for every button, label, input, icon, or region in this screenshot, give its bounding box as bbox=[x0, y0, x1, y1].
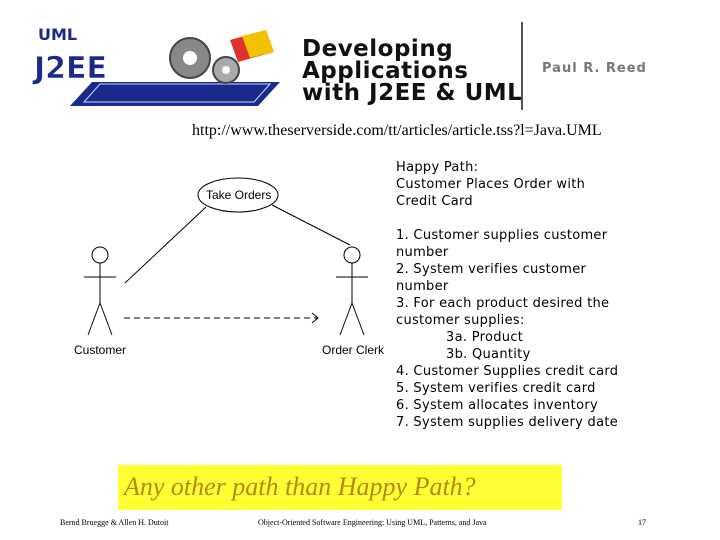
footer-book-title: Object-Oriented Software Engineering: Us… bbox=[258, 518, 487, 527]
order-clerk-label: Order Clerk bbox=[322, 343, 385, 357]
step-item: number bbox=[396, 279, 449, 294]
question-highlight-box bbox=[118, 465, 562, 510]
page-number: 17 bbox=[638, 518, 646, 527]
step-item: number bbox=[396, 245, 449, 260]
step-item: 2. System verifies customer bbox=[396, 262, 587, 277]
step-item: 5. System verifies credit card bbox=[396, 381, 596, 396]
uml-logo: UML bbox=[38, 25, 77, 44]
association-line-clerk bbox=[271, 204, 351, 246]
use-case-label: Take Orders bbox=[206, 188, 272, 202]
step-item: customer supplies: bbox=[396, 313, 525, 328]
question-text: Any other path than Happy Path? bbox=[124, 472, 476, 501]
book-title-line-1: Developing bbox=[302, 36, 454, 62]
customer-label: Customer bbox=[74, 343, 127, 357]
source-url[interactable]: http://www.theserverside.com/tt/articles… bbox=[192, 122, 602, 139]
step-item: 1. Customer supplies customer bbox=[396, 228, 608, 243]
step-item: 4. Customer Supplies credit card bbox=[396, 364, 619, 379]
happy-path-heading: Happy Path: bbox=[396, 160, 479, 175]
j2ee-logo: J2EE bbox=[32, 51, 107, 86]
book-author: Paul R. Reed bbox=[542, 61, 647, 76]
happy-path-subheading-1: Customer Places Order with bbox=[396, 177, 586, 192]
customer-actor-icon bbox=[84, 246, 116, 336]
book-cover-illustration: J2EE UML Paul R. Reed bbox=[32, 22, 647, 110]
laptop-icon bbox=[70, 82, 280, 106]
step-subitem: 3a. Product bbox=[446, 330, 524, 345]
step-item: 7. System supplies delivery date bbox=[396, 415, 619, 430]
book-title-line-2: Applications bbox=[302, 58, 469, 84]
happy-path-description: Happy Path: Customer Places Order with C… bbox=[396, 159, 716, 431]
step-subitem: 3b. Quantity bbox=[446, 347, 531, 362]
happy-path-subheading-2: Credit Card bbox=[396, 194, 473, 209]
step-item: 6. System allocates inventory bbox=[396, 398, 598, 413]
book-title-line-3: with J2EE & UML bbox=[302, 80, 523, 106]
association-line-customer bbox=[124, 206, 207, 284]
step-item: 3. For each product desired the bbox=[396, 296, 610, 311]
book-title: Developing Applications with J2EE & UML bbox=[302, 36, 523, 106]
use-case-ellipse bbox=[197, 177, 279, 213]
use-case-diagram bbox=[84, 177, 368, 336]
book-banner: J2EE UML Paul R. Reed Developing Applica… bbox=[30, 18, 670, 114]
order-clerk-actor-icon bbox=[336, 246, 368, 336]
footer-authors: Bernd Bruegge & Allen H. Dutoit bbox=[60, 518, 169, 527]
dependency-arrowhead bbox=[311, 312, 319, 324]
